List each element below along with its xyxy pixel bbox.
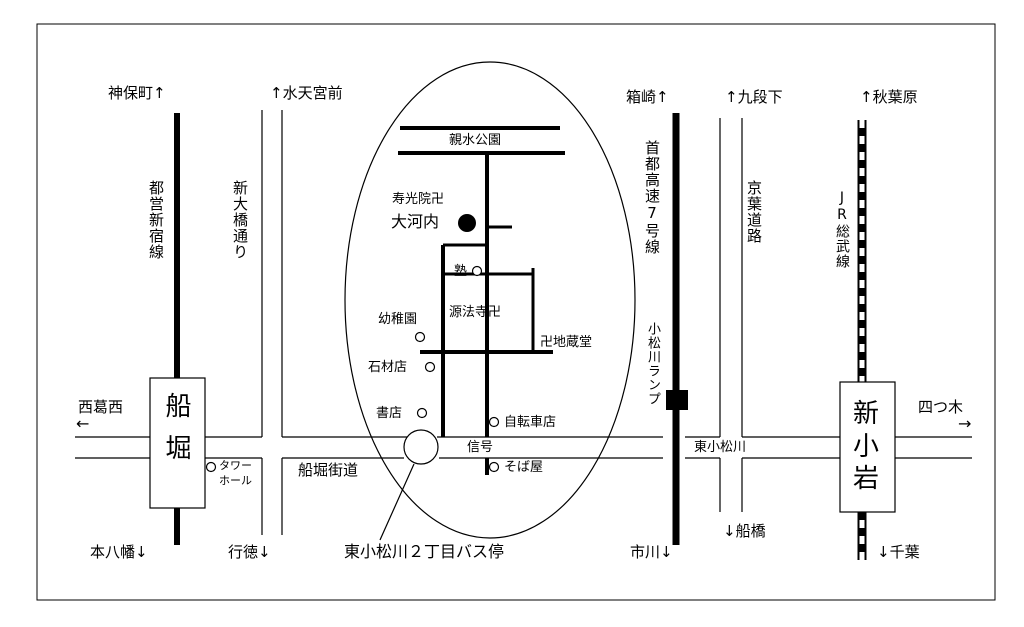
funabori-kaido-label: 船堀街道 [298,461,359,479]
keiyo-road-label: 京葉道路 [745,180,763,244]
jukoin-label: 寿光院卍 [392,192,445,207]
genpoji-label: 源法寺卍 [449,305,502,320]
bus-stop-circle [403,429,439,465]
arrow-left-icon: ← [76,414,90,433]
shuto-7-line-label: 首都高速7号線 [643,140,661,255]
shinsui-koen-label: 親水公園 [449,133,502,148]
east-west-road [75,436,972,459]
direction-jinbocho: 神保町↑ [108,84,166,102]
shin-ohashi-road [261,110,283,535]
jr-sobu-line-label: JR総武線 [834,190,850,269]
map-frame [36,23,996,601]
yochien-label: 幼稚園 [378,312,418,327]
komatsugawa-ramp-marker [666,390,688,410]
direction-ichikawa: 市川↓ [630,543,673,561]
direction-kudanshita: ↑九段下 [725,88,783,106]
poi-circles [205,265,500,473]
jizodo-label: 卍地蔵堂 [540,335,593,350]
sobaya-label: そば屋 [504,460,544,475]
direction-akihabara: ↑秋葉原 [860,88,918,106]
shin-koiwa-station-box [839,381,896,513]
vicinity-ellipse [344,61,636,539]
bus-stop-pointer [379,463,415,541]
direction-yotsugi: 四つ木 [918,398,964,416]
local-streets [398,126,565,475]
direction-nishikasai: 西葛西 [78,398,124,416]
funabori-station-name: 船堀 [161,392,191,476]
direction-chiba: ↓千葉 [877,543,920,561]
direction-gyotoku: 行徳↓ [228,543,271,561]
jitenshaten-label: 自転車店 [504,415,557,430]
shingo-label: 信号 [467,440,494,455]
arrow-right-icon: → [958,414,972,433]
funabori-station-box [149,377,206,509]
sekizaiten-label: 石材店 [368,360,408,375]
okouchi-marker [458,214,476,232]
keiyo-road [719,118,743,512]
shin-ohashi-road-label: 新大橋通り [231,180,249,260]
tower-hall-label: タワーホール [219,459,252,487]
shoten-label: 書店 [376,406,403,421]
bus-stop-label: 東小松川２丁目バス停 [344,542,505,561]
direction-hakozaki: 箱崎↑ [626,88,669,106]
direction-funabashi: ↓船橋 [723,522,766,540]
direction-motoyawata: 本八幡↓ [90,543,148,561]
okouchi-label: 大河内 [391,212,440,231]
shin-koiwa-station-name: 新小岩 [852,399,879,494]
higashi-komatsugawa-label: 東小松川 [694,440,747,455]
juku-label: 塾 [454,264,468,279]
komatsugawa-ramp-label: 小松川ランプ [645,322,660,406]
direction-suitengumae: ↑水天宮前 [270,84,343,102]
toei-shinjuku-line-label: 都営新宿線 [147,180,165,260]
